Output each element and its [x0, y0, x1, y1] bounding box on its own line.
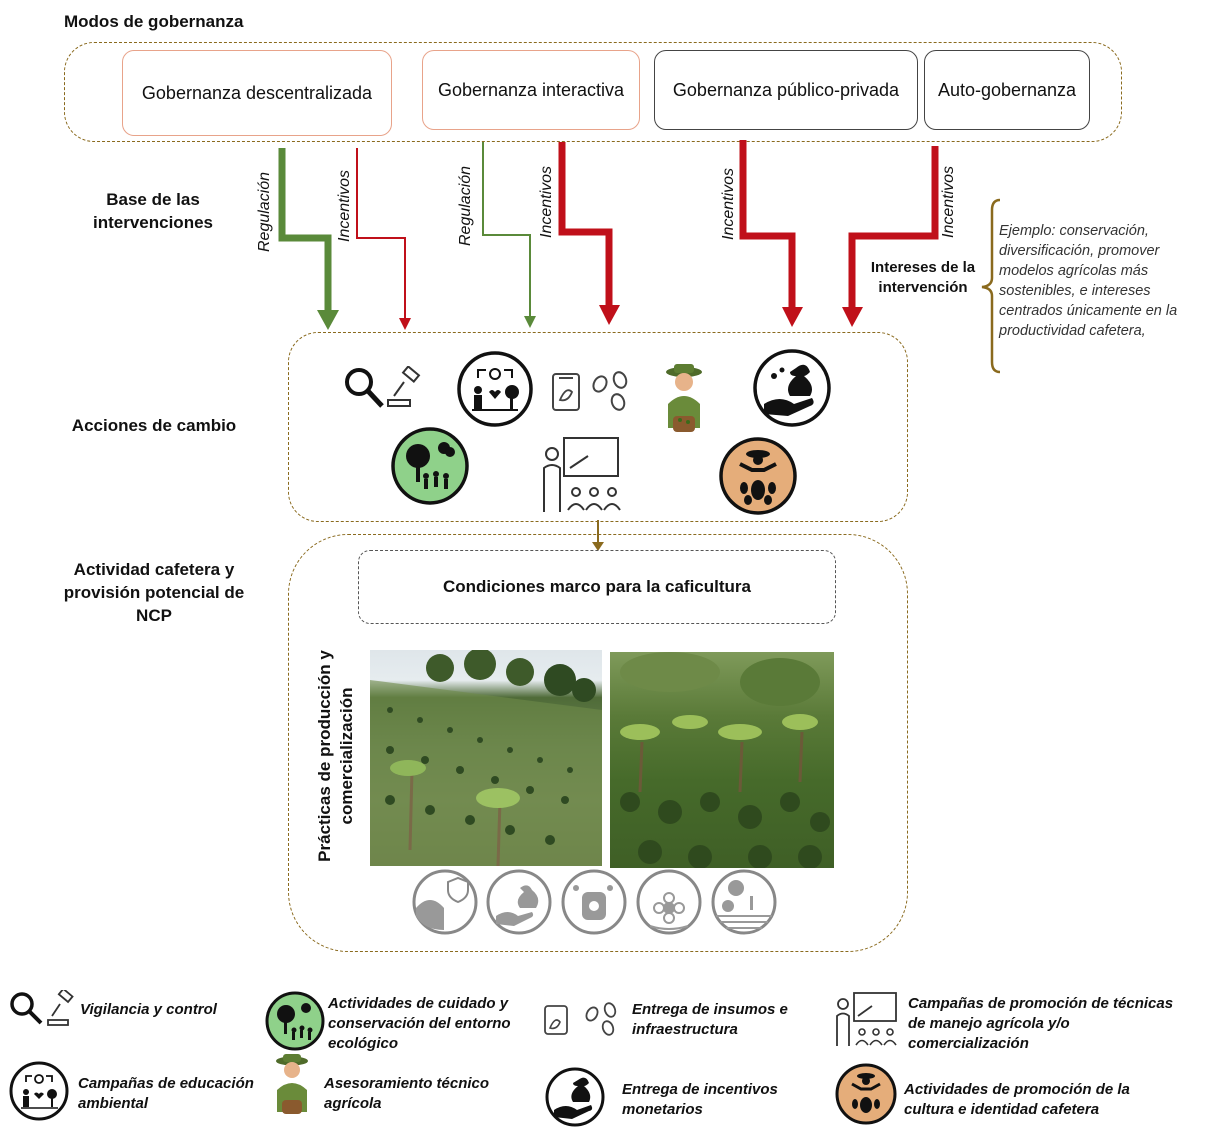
- section-title-actions: Acciones de cambio: [71, 416, 237, 435]
- mode-decentralized: Gobernanza descentralizada: [122, 50, 392, 136]
- mode-self-governance: Auto-gobernanza: [924, 50, 1090, 130]
- legend-money-incentive-icon: [545, 1067, 605, 1127]
- legend-inputs-icon: [544, 1002, 617, 1036]
- regulation-arrow-1: [278, 148, 339, 330]
- legend-coffee-culture-text: Actividades de promoción de la cultura e…: [904, 1081, 1130, 1118]
- incentive-arrow-1: [356, 148, 411, 330]
- ncp-coffee-bag-icon: [561, 869, 627, 935]
- farmer-advisor-icon: [666, 364, 702, 432]
- legend-farmer-advisor-icon: [276, 1054, 308, 1114]
- ncp-pollination-icon: [636, 869, 702, 935]
- vigilance-icon: [345, 366, 421, 408]
- legend-coffee-culture-icon: [835, 1063, 897, 1125]
- legend-training-text: Campañas de promoción de técnicas de man…: [908, 995, 1174, 1052]
- section-title-activity: Actividad cafetera y provisión potencial…: [63, 560, 245, 625]
- ncp-regulation-icon: [412, 869, 478, 935]
- interests-example: Ejemplo: conservación, diversificación, …: [999, 223, 1178, 339]
- mode-public-private: Gobernanza público-privada: [654, 50, 918, 130]
- ncp-icons-row: [412, 869, 777, 935]
- conditions-box: Condiciones marco para la caficultura: [358, 550, 836, 624]
- arrow-label-incentive-2: Incentivos: [538, 165, 555, 238]
- ncp-landscape-icon: [711, 869, 777, 935]
- legend-inputs-text: Entrega de insumos e infraestructura: [632, 1001, 788, 1038]
- incentive-arrow-3: [739, 140, 803, 327]
- practices-label: Prácticas de producción y comercializaci…: [315, 650, 356, 862]
- mode-interactive: Gobernanza interactiva: [422, 50, 640, 130]
- training-icon: [543, 437, 621, 512]
- arrow-label-incentive-1: Incentivos: [336, 169, 353, 242]
- legend-training-icon: [836, 992, 897, 1046]
- arrow-label-regulation-2: Regulación: [457, 165, 474, 246]
- coffee-culture-icon: [718, 436, 798, 521]
- legend-eco-care-icon: [265, 991, 325, 1051]
- legend-money-incentive-text: Entrega de incentivos monetarios: [622, 1081, 778, 1118]
- legend-vigilance-icon: [10, 990, 74, 1026]
- incentive-arrow-2: [558, 142, 620, 325]
- legend-env-education-icon: [9, 1061, 69, 1121]
- coffee-plantation-photo-1: [370, 650, 602, 866]
- eco-care-icon: [390, 426, 470, 511]
- arrow-label-incentive-4: Incentivos: [940, 165, 957, 238]
- money-incentive-icon: [752, 348, 832, 433]
- governance-modes-container: [64, 42, 1122, 142]
- env-education-icon: [456, 350, 534, 433]
- legend-farmer-advisor-text: Asesoramiento técnico agrícola: [324, 1075, 490, 1112]
- regulation-arrow-2: [482, 142, 536, 328]
- legend-vigilance-text: Vigilancia y control: [80, 1001, 217, 1018]
- legend-eco-care-text: Actividades de cuidado y conservación de…: [328, 995, 511, 1052]
- connector-arrow: [592, 520, 604, 551]
- arrow-label-incentive-3: Incentivos: [720, 167, 737, 240]
- intervention-arrows: [278, 140, 939, 330]
- coffee-plantation-photo-2: [610, 652, 834, 868]
- legend-env-education-text: Campañas de educación ambiental: [78, 1075, 254, 1112]
- interests-label: Intereses de la intervención: [870, 259, 976, 296]
- incentive-arrow-4: [842, 146, 939, 327]
- activity-container: [288, 534, 908, 952]
- section-title-base: Base de las intervenciones: [93, 190, 213, 232]
- arrow-label-regulation-1: Regulación: [256, 171, 273, 252]
- conditions-label: Condiciones marco para la caficultura: [443, 577, 751, 596]
- section-title-modes: Modos de gobernanza: [64, 12, 244, 31]
- interests-bracket: [981, 198, 1001, 374]
- ncp-money-icon: [486, 869, 552, 935]
- inputs-icon: [552, 371, 628, 411]
